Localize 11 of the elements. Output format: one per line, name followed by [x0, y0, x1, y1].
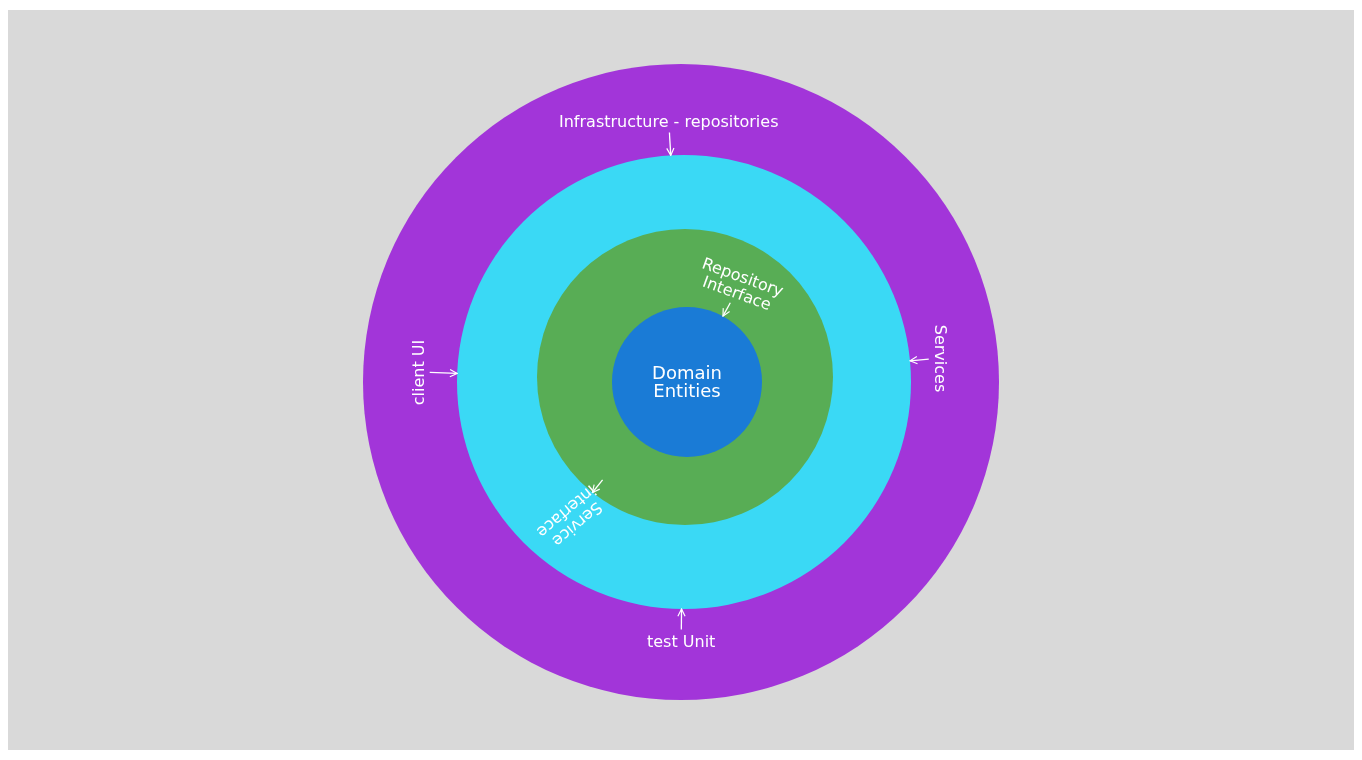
- ring-label: client UI: [409, 339, 427, 405]
- arrow: [429, 369, 458, 378]
- ring-label: Services: [931, 324, 949, 392]
- arrow: [591, 479, 604, 494]
- arrow: [666, 131, 675, 157]
- arrow: [909, 356, 930, 365]
- circle-label: Domain Entities: [651, 364, 723, 400]
- ring-label: Infrastructure - repositories: [559, 112, 779, 130]
- arrow: [677, 608, 686, 631]
- arrow: [722, 302, 731, 317]
- ring-label: test Unit: [647, 632, 716, 650]
